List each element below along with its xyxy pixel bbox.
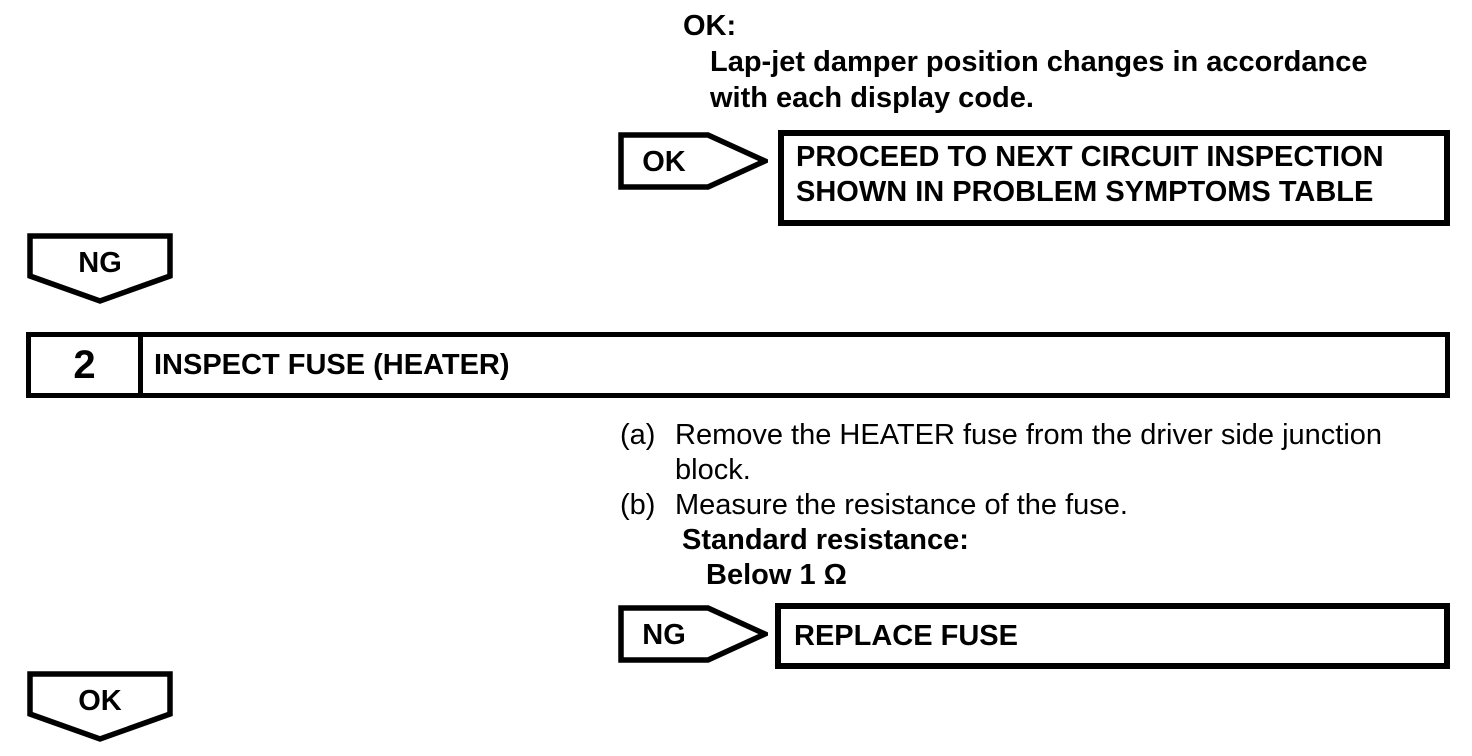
step-number: 2: [31, 337, 143, 393]
instruction-text: block.: [675, 454, 751, 486]
ng-pointer-arrow-icon: NG: [618, 605, 768, 663]
instruction-item-a: (a) Remove the HEATER fuse from the driv…: [620, 418, 1382, 453]
instruction-item-a-continued: block.: [620, 453, 1382, 488]
ok-result-note: OK: Lap-jet damper position changes in a…: [683, 8, 1367, 116]
instruction-marker-b: (b): [620, 489, 656, 521]
ng-pointer-label: NG: [642, 619, 686, 651]
ok-result-line-1: Lap-jet damper position changes in accor…: [710, 46, 1368, 78]
instruction-item-b: (b) Measure the resistance of the fuse.: [620, 488, 1382, 523]
ok-pointer-arrow-icon: OK: [618, 132, 768, 190]
instruction-text: Measure the resistance of the fuse.: [675, 489, 1128, 521]
ok-result-line-2: with each display code.: [710, 82, 1034, 114]
step-title: INSPECT FUSE (HEATER): [154, 348, 510, 381]
replace-action-line: REPLACE FUSE: [794, 619, 1018, 652]
proceed-action-line-2: SHOWN IN PROBLEM SYMPTOMS TABLE: [796, 176, 1374, 208]
instruction-marker-a: (a): [620, 419, 656, 451]
ok-connector-shape: [27, 671, 173, 742]
ok-pointer-label: OK: [642, 146, 686, 178]
spec-label: Standard resistance:: [682, 524, 969, 556]
replace-action-box: REPLACE FUSE: [775, 603, 1450, 669]
step-header: 2 INSPECT FUSE (HEATER): [26, 332, 1450, 398]
ok-pointer-shape: [618, 132, 768, 190]
ng-connector-label: NG: [78, 247, 122, 279]
ng-connector-shape: [27, 233, 173, 304]
ng-pointer-shape: [618, 605, 768, 663]
instruction-text: Remove the HEATER fuse from the driver s…: [675, 419, 1383, 451]
proceed-action-box: PROCEED TO NEXT CIRCUIT INSPECTION SHOWN…: [778, 130, 1450, 226]
spec-value: Below 1 Ω: [706, 559, 847, 591]
ok-result-label: OK:: [683, 10, 737, 42]
ok-connector-icon: OK: [27, 671, 173, 742]
ok-connector-label: OK: [78, 685, 122, 717]
proceed-action-line-1: PROCEED TO NEXT CIRCUIT INSPECTION: [796, 141, 1384, 173]
instruction-list: (a) Remove the HEATER fuse from the driv…: [620, 418, 1382, 593]
ng-connector-icon: NG: [27, 233, 173, 304]
